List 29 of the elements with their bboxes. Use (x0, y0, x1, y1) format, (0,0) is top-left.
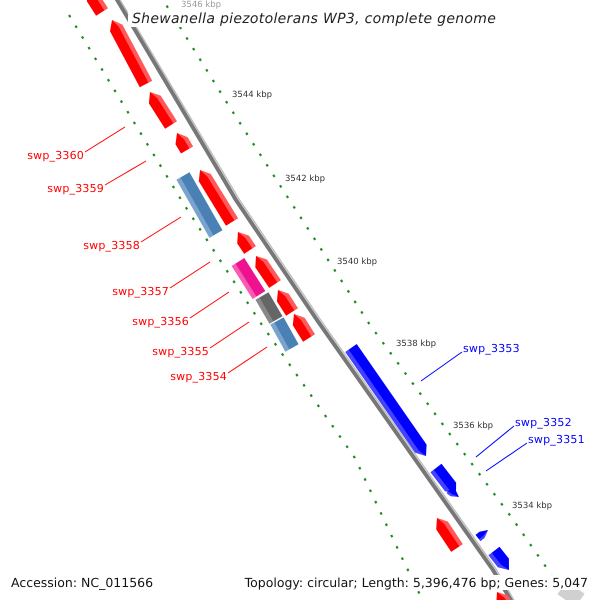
gene-label: swp_3354 (170, 370, 227, 384)
scale-label: 3536 kbp (453, 421, 494, 431)
genome-summary-text: Topology: circular; Length: 5,396,476 bp; Genes: 5,047 (242, 575, 590, 590)
gene-label: swp_3352 (515, 416, 572, 430)
gene-label: swp_3360 (27, 149, 84, 163)
scale-label: 3542 kbp (285, 174, 326, 184)
leader-line (190, 292, 230, 318)
scale-label: 3546 kbp (181, 0, 222, 10)
gene-label: swp_3358 (83, 239, 140, 253)
leader-line (228, 346, 268, 374)
gene-label: swp_3351 (528, 433, 585, 447)
accession-text: Accession: NC_011566 (9, 575, 156, 590)
scale-label: 3540 kbp (337, 257, 378, 267)
leader-line (84, 126, 126, 152)
gene-label: swp_3353 (463, 342, 520, 356)
leader-line (476, 426, 514, 458)
leader-line (420, 352, 462, 382)
leader-line (104, 160, 146, 186)
gene-label: swp_3356 (132, 315, 189, 329)
scale-label: 3544 kbp (232, 90, 272, 100)
scale-label: 3534 kbp (512, 501, 552, 511)
leader-line (210, 322, 250, 348)
leader-line (170, 262, 210, 288)
gene-label: swp_3359 (47, 182, 104, 196)
leader-line (486, 442, 528, 472)
leader-line (140, 216, 182, 242)
gene-label: swp_3355 (152, 345, 209, 359)
scale-label: 3538 kbp (396, 339, 436, 349)
gene-label: swp_3357 (112, 285, 169, 299)
